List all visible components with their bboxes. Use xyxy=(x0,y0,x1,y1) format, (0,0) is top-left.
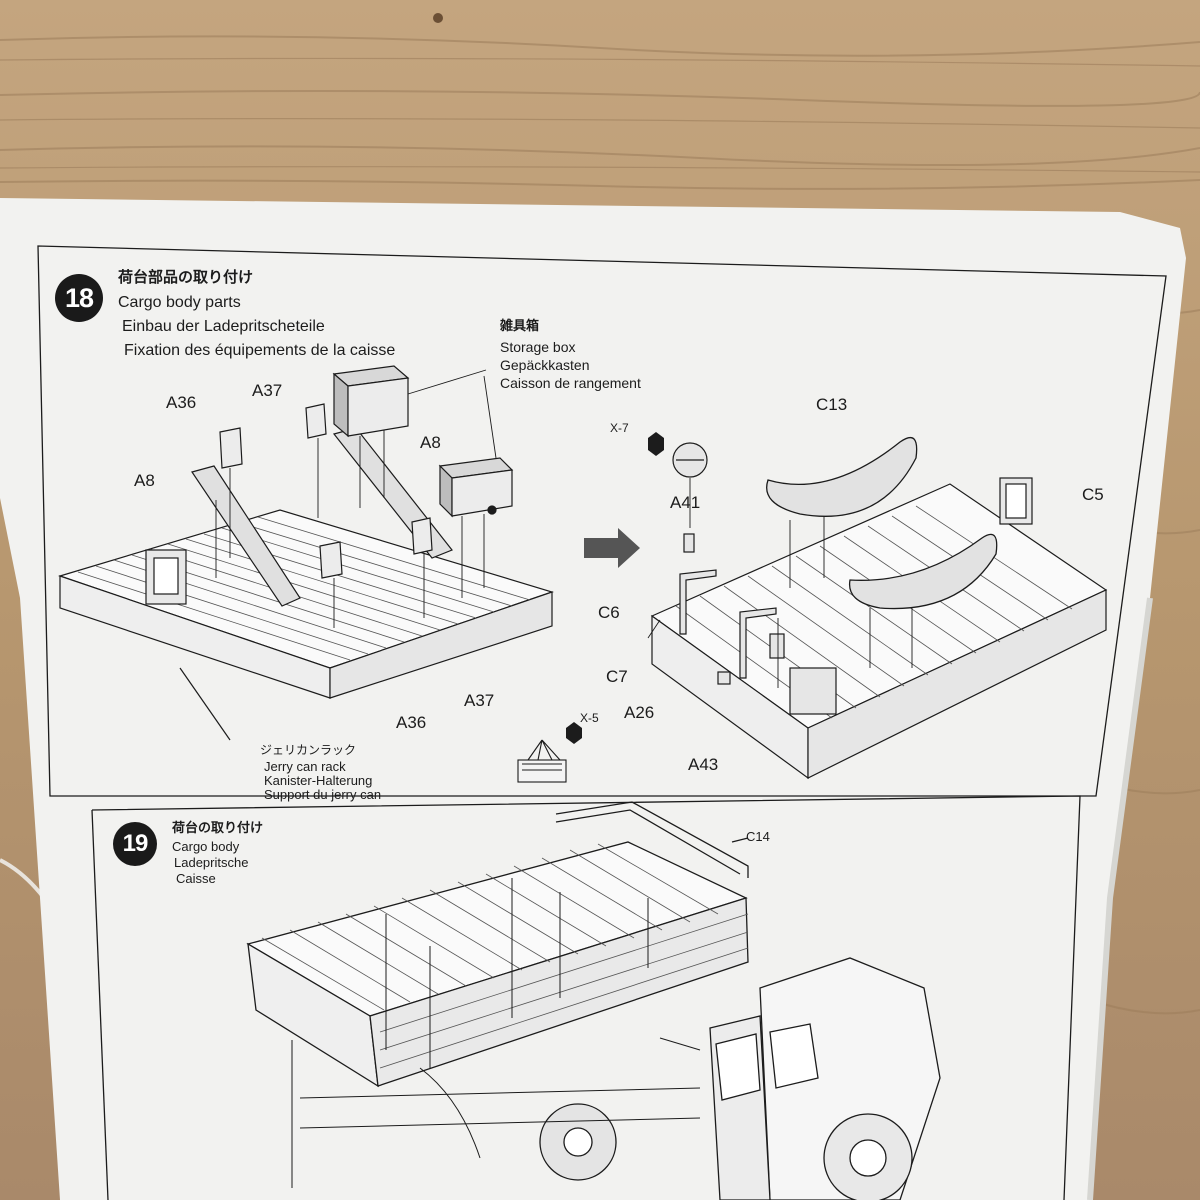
instruction-sheet: 18 荷台部品の取り付け Cargo body parts Einbau der… xyxy=(0,198,1200,1200)
storage-box-label-fr: Caisson de rangement xyxy=(500,375,641,391)
step-arrow xyxy=(584,528,640,568)
part-label-c13: C13 xyxy=(816,395,848,414)
part-label-c14: C14 xyxy=(746,829,770,844)
part-label-a8-right: A8 xyxy=(420,433,441,452)
part-label-a37-top: A37 xyxy=(252,381,283,400)
jerry-can-rack-label-fr: Support du jerry can xyxy=(264,787,382,802)
storage-box-label-de: Gepäckkasten xyxy=(500,357,590,373)
part-label-a43: A43 xyxy=(688,755,719,774)
step-18-title-fr: Fixation des équipements de la caisse xyxy=(124,342,396,359)
cargo-bed-left xyxy=(58,509,554,699)
step-18-title-en: Cargo body parts xyxy=(118,294,241,311)
storage-box-label-jp: 雑具箱 xyxy=(500,319,540,334)
jerry-can-rack-label-de: Kanister-Halterung xyxy=(264,773,373,788)
step-18-title-jp: 荷台部品の取り付け xyxy=(118,268,254,286)
step-19-title-jp: 荷台の取り付け xyxy=(172,821,264,836)
storage-box-label-en: Storage box xyxy=(500,339,576,355)
assembly-drawings xyxy=(37,245,1167,1200)
jerry-can-rack-label-en: Jerry can rack xyxy=(264,759,346,774)
part-label-x5: X-5 xyxy=(580,711,599,725)
step19-panel-border xyxy=(91,795,1081,1200)
part-label-a36-top: A36 xyxy=(166,393,197,412)
step-19-title-fr: Caisse xyxy=(176,871,216,886)
step18-panel-border xyxy=(37,245,1167,797)
part-label-c5: C5 xyxy=(1082,485,1104,504)
step-19-title-de: Ladepritsche xyxy=(174,855,249,870)
step-18-title-de: Einbau der Ladepritscheteile xyxy=(122,318,325,335)
step-18-badge: 18 xyxy=(55,274,103,322)
part-label-a8-left: A8 xyxy=(134,471,155,490)
part-label-c7: C7 xyxy=(606,667,628,686)
part-label-a26: A26 xyxy=(624,703,655,722)
step-19-badge: 19 xyxy=(113,822,157,866)
part-label-a41: A41 xyxy=(670,493,701,512)
cargo-bed-right xyxy=(650,483,1108,780)
part-label-c6: C6 xyxy=(598,603,620,622)
part-label-a36-bottom: A36 xyxy=(396,713,427,732)
jerry-can-rack-label-jp: ジェリカンラック xyxy=(260,743,357,757)
part-label-a37-bottom: A37 xyxy=(464,691,495,710)
step-19-title-en: Cargo body xyxy=(172,839,240,854)
part-label-x7: X-7 xyxy=(610,421,629,435)
truck-drawing xyxy=(246,841,749,1088)
